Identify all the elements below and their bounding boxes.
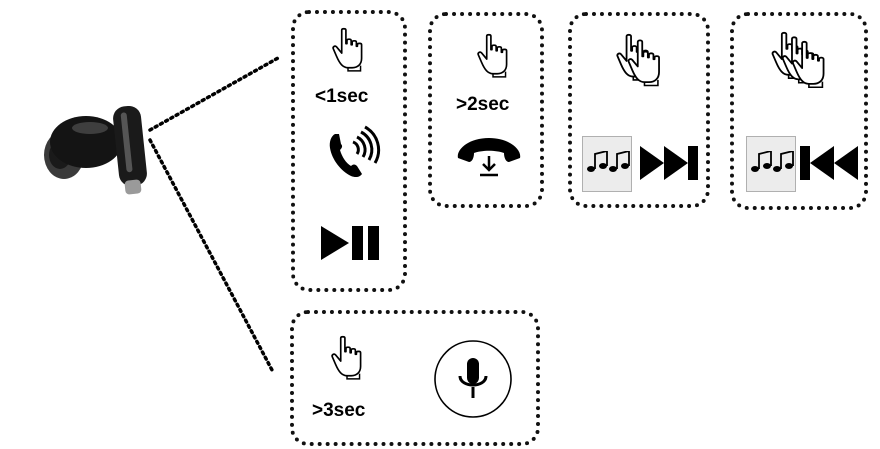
- gesture-panel-triple-tap: [730, 12, 868, 210]
- single-tap-hand-icon: [332, 27, 363, 72]
- music-notes-icon: [746, 136, 796, 192]
- duration-label: >2sec: [456, 94, 510, 115]
- music-notes-icon: [582, 136, 632, 192]
- single-tap-hand-icon: [477, 33, 508, 78]
- gesture-panel-hold-3sec: >3sec: [290, 310, 540, 446]
- duration-label: <1sec: [315, 86, 369, 107]
- earbud-image: [38, 100, 158, 205]
- triple-tap-hand-icon: [771, 31, 825, 89]
- gesture-panel-double-tap: [568, 12, 710, 208]
- double-tap-hand-icon: [616, 33, 660, 87]
- gesture-panel-hold-2sec: >2sec: [428, 12, 544, 208]
- single-tap-hand-icon: [331, 335, 362, 380]
- answer-call-icon: [329, 125, 381, 178]
- play-pause-icon: [321, 226, 379, 260]
- next-track-icon: [640, 146, 698, 180]
- voice-assistant-mic-icon: [434, 340, 512, 418]
- gesture-panel-single-tap: <1sec: [291, 10, 407, 292]
- duration-label: >3sec: [312, 400, 366, 421]
- end-call-icon: [457, 138, 521, 177]
- previous-track-icon: [800, 146, 858, 180]
